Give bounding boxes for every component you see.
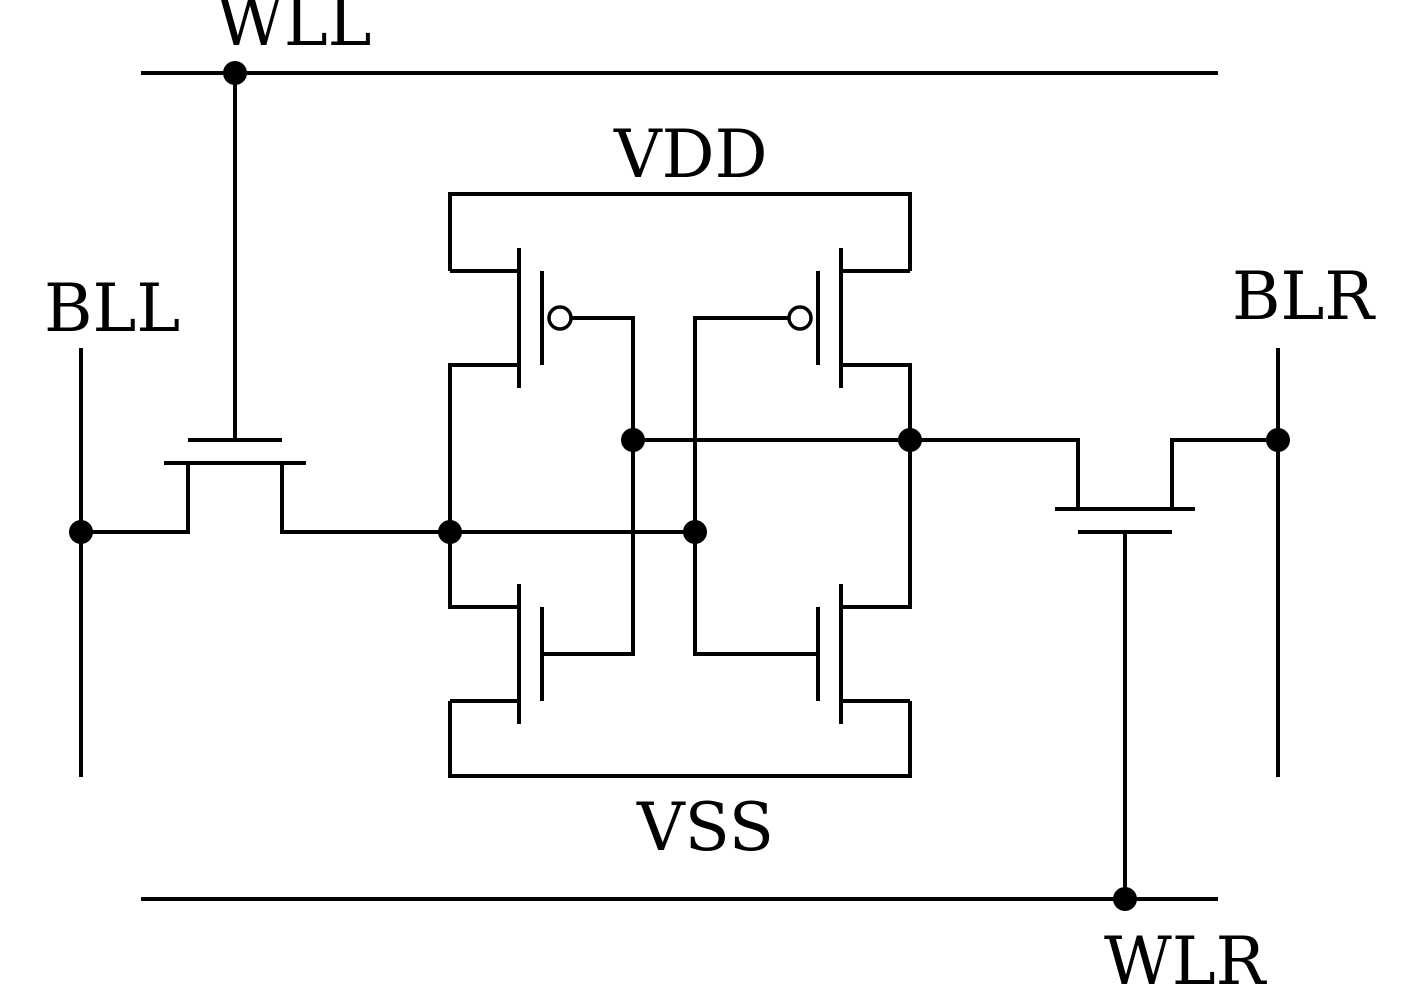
vss-rail [448, 701, 912, 778]
label-wlr: WLR [1104, 923, 1268, 986]
label-wll: WLL [216, 0, 372, 61]
label-bll: BLL [44, 270, 180, 347]
bit-line-right [1266, 348, 1290, 777]
pulldown-nmos-left [448, 440, 635, 724]
label-vdd: VDD [613, 116, 768, 193]
access-transistor-left [81, 438, 450, 534]
vdd-rail [448, 192, 912, 271]
word-line-right [141, 532, 1218, 911]
bit-line-left [69, 348, 93, 777]
word-line-left [141, 61, 1218, 440]
pullup-pmos-left [448, 248, 635, 532]
label-blr: BLR [1232, 258, 1376, 335]
access-transistor-right [910, 438, 1278, 534]
storage-node-q [621, 428, 922, 452]
label-vss: VSS [636, 789, 774, 866]
pulldown-nmos-right [693, 440, 912, 724]
storage-node-qbar [438, 520, 707, 544]
pullup-pmos-right [693, 248, 912, 532]
